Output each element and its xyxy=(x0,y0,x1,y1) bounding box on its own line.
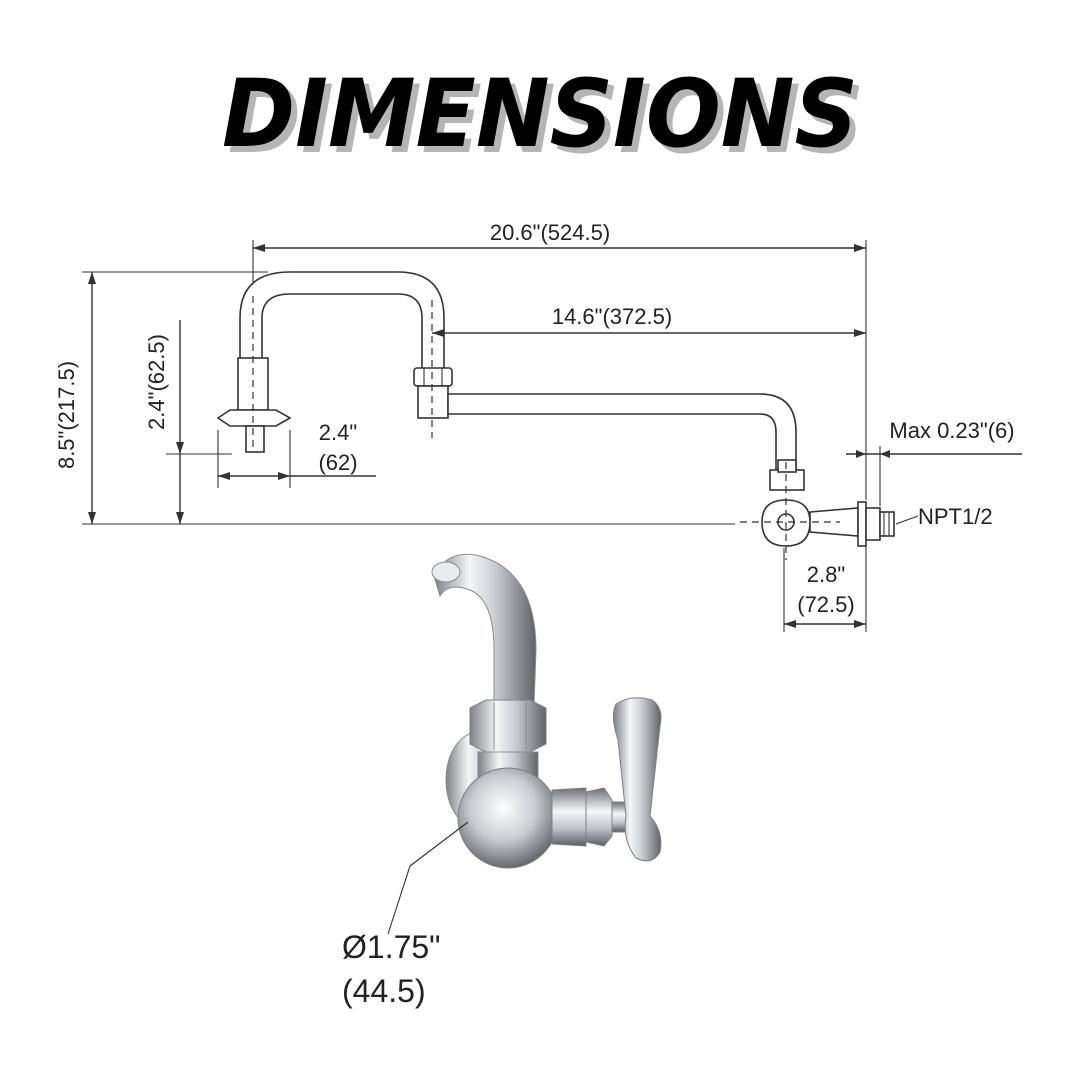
thread-label: NPT1/2 xyxy=(918,504,993,529)
thread-nipple xyxy=(879,511,895,537)
title-shadow: DIMENSIONS xyxy=(228,66,864,175)
body-depth-mm-label: (72.5) xyxy=(797,592,854,617)
dimension-labels: 20.6"(524.5) 14.6"(372.5) 8.5"(217.5) 2.… xyxy=(54,220,1015,1009)
lock-nut xyxy=(865,507,881,541)
diameter-leader xyxy=(387,821,469,935)
body-diameter-mm-label: (44.5) xyxy=(342,973,426,1009)
overall-width-label: 20.6"(524.5) xyxy=(490,220,610,245)
valve-bonnet xyxy=(769,469,805,491)
swivel-height-label: 2.4"(62.5) xyxy=(144,334,169,430)
swing-joint xyxy=(417,385,449,419)
spout-reach-label: 14.6"(372.5) xyxy=(552,304,672,329)
wall-flange xyxy=(857,501,867,547)
max-thickness-label: Max 0.23"(6) xyxy=(889,418,1014,443)
base-flange xyxy=(216,409,292,427)
base-width-inch-label: 2.4" xyxy=(319,420,357,445)
faucet-product-image xyxy=(431,553,662,869)
overall-height-label: 8.5"(217.5) xyxy=(54,361,79,469)
title-text: DIMENSIONS xyxy=(222,60,858,169)
base-shank xyxy=(245,425,265,453)
swing-spout xyxy=(447,393,797,471)
faucet-side-drawing xyxy=(216,271,895,560)
base-width-mm-label: (62) xyxy=(318,450,357,475)
body-diameter-inch-label: Ø1.75" xyxy=(342,929,441,965)
page-title: DIMENSIONS DIMENSIONS xyxy=(222,60,864,175)
spout-nut xyxy=(413,367,453,387)
dimension-lines xyxy=(82,240,1022,632)
upper-spout xyxy=(239,271,445,371)
body-depth-inch-label: 2.8" xyxy=(807,562,845,587)
